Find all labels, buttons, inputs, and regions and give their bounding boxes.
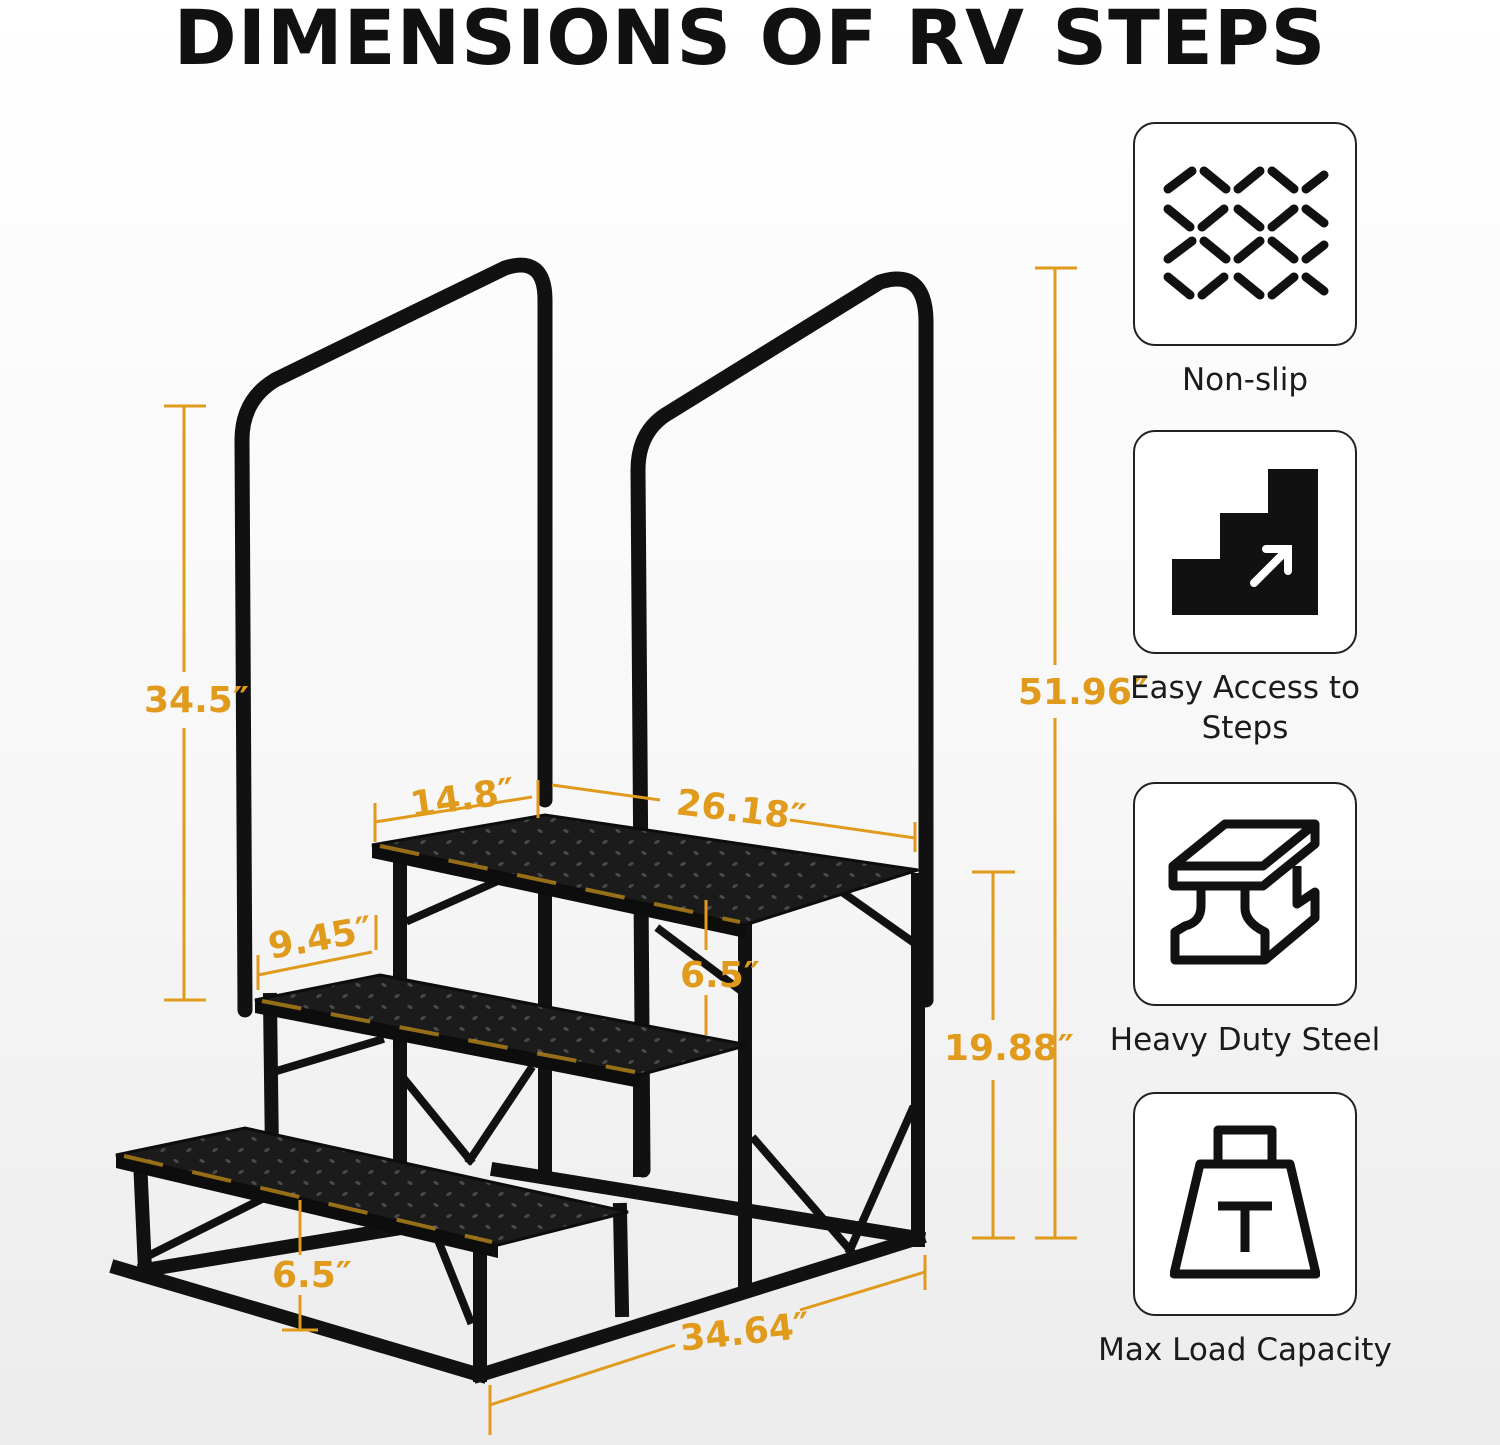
stairs-arrow-icon — [1172, 469, 1318, 615]
right-handrail — [630, 271, 934, 1178]
feature-easy-access: Easy Access to Steps — [1090, 430, 1400, 748]
dimension-platform-height: 19.88″ — [944, 1028, 1074, 1069]
dimension-upper-riser: 6.5″ — [680, 955, 760, 996]
steel-beam-icon — [1168, 819, 1320, 965]
feature-box — [1133, 122, 1357, 346]
left-handrail — [234, 257, 553, 1018]
bottom-tread — [115, 1126, 629, 1258]
dimension-lower-riser: 6.5″ — [272, 1255, 352, 1296]
feature-box — [1133, 782, 1357, 1006]
feature-heavy-duty-steel: Heavy Duty Steel — [1090, 782, 1400, 1060]
dimension-total-height: 51.96″ — [1018, 672, 1148, 713]
feature-label: Heavy Duty Steel — [1109, 1022, 1381, 1058]
dimension-lines — [164, 266, 1077, 1435]
feature-non-slip: Non-slip — [1090, 122, 1400, 400]
diamond-plate-icon — [1163, 166, 1329, 300]
feature-label: Max Load Capacity — [1098, 1332, 1392, 1368]
feature-box — [1133, 430, 1357, 654]
top-tread — [371, 813, 919, 938]
feature-label: Easy Access to Steps — [1129, 670, 1361, 746]
feature-label: Non-slip — [1181, 362, 1309, 398]
middle-tread — [254, 973, 749, 1088]
weight-icon — [1170, 1125, 1320, 1279]
feature-box — [1133, 1092, 1357, 1316]
dimension-handrail-height: 34.5″ — [144, 680, 249, 721]
feature-max-load: Max Load Capacity — [1090, 1092, 1400, 1370]
page-title: DIMENSIONS OF RV STEPS — [173, 0, 1327, 82]
